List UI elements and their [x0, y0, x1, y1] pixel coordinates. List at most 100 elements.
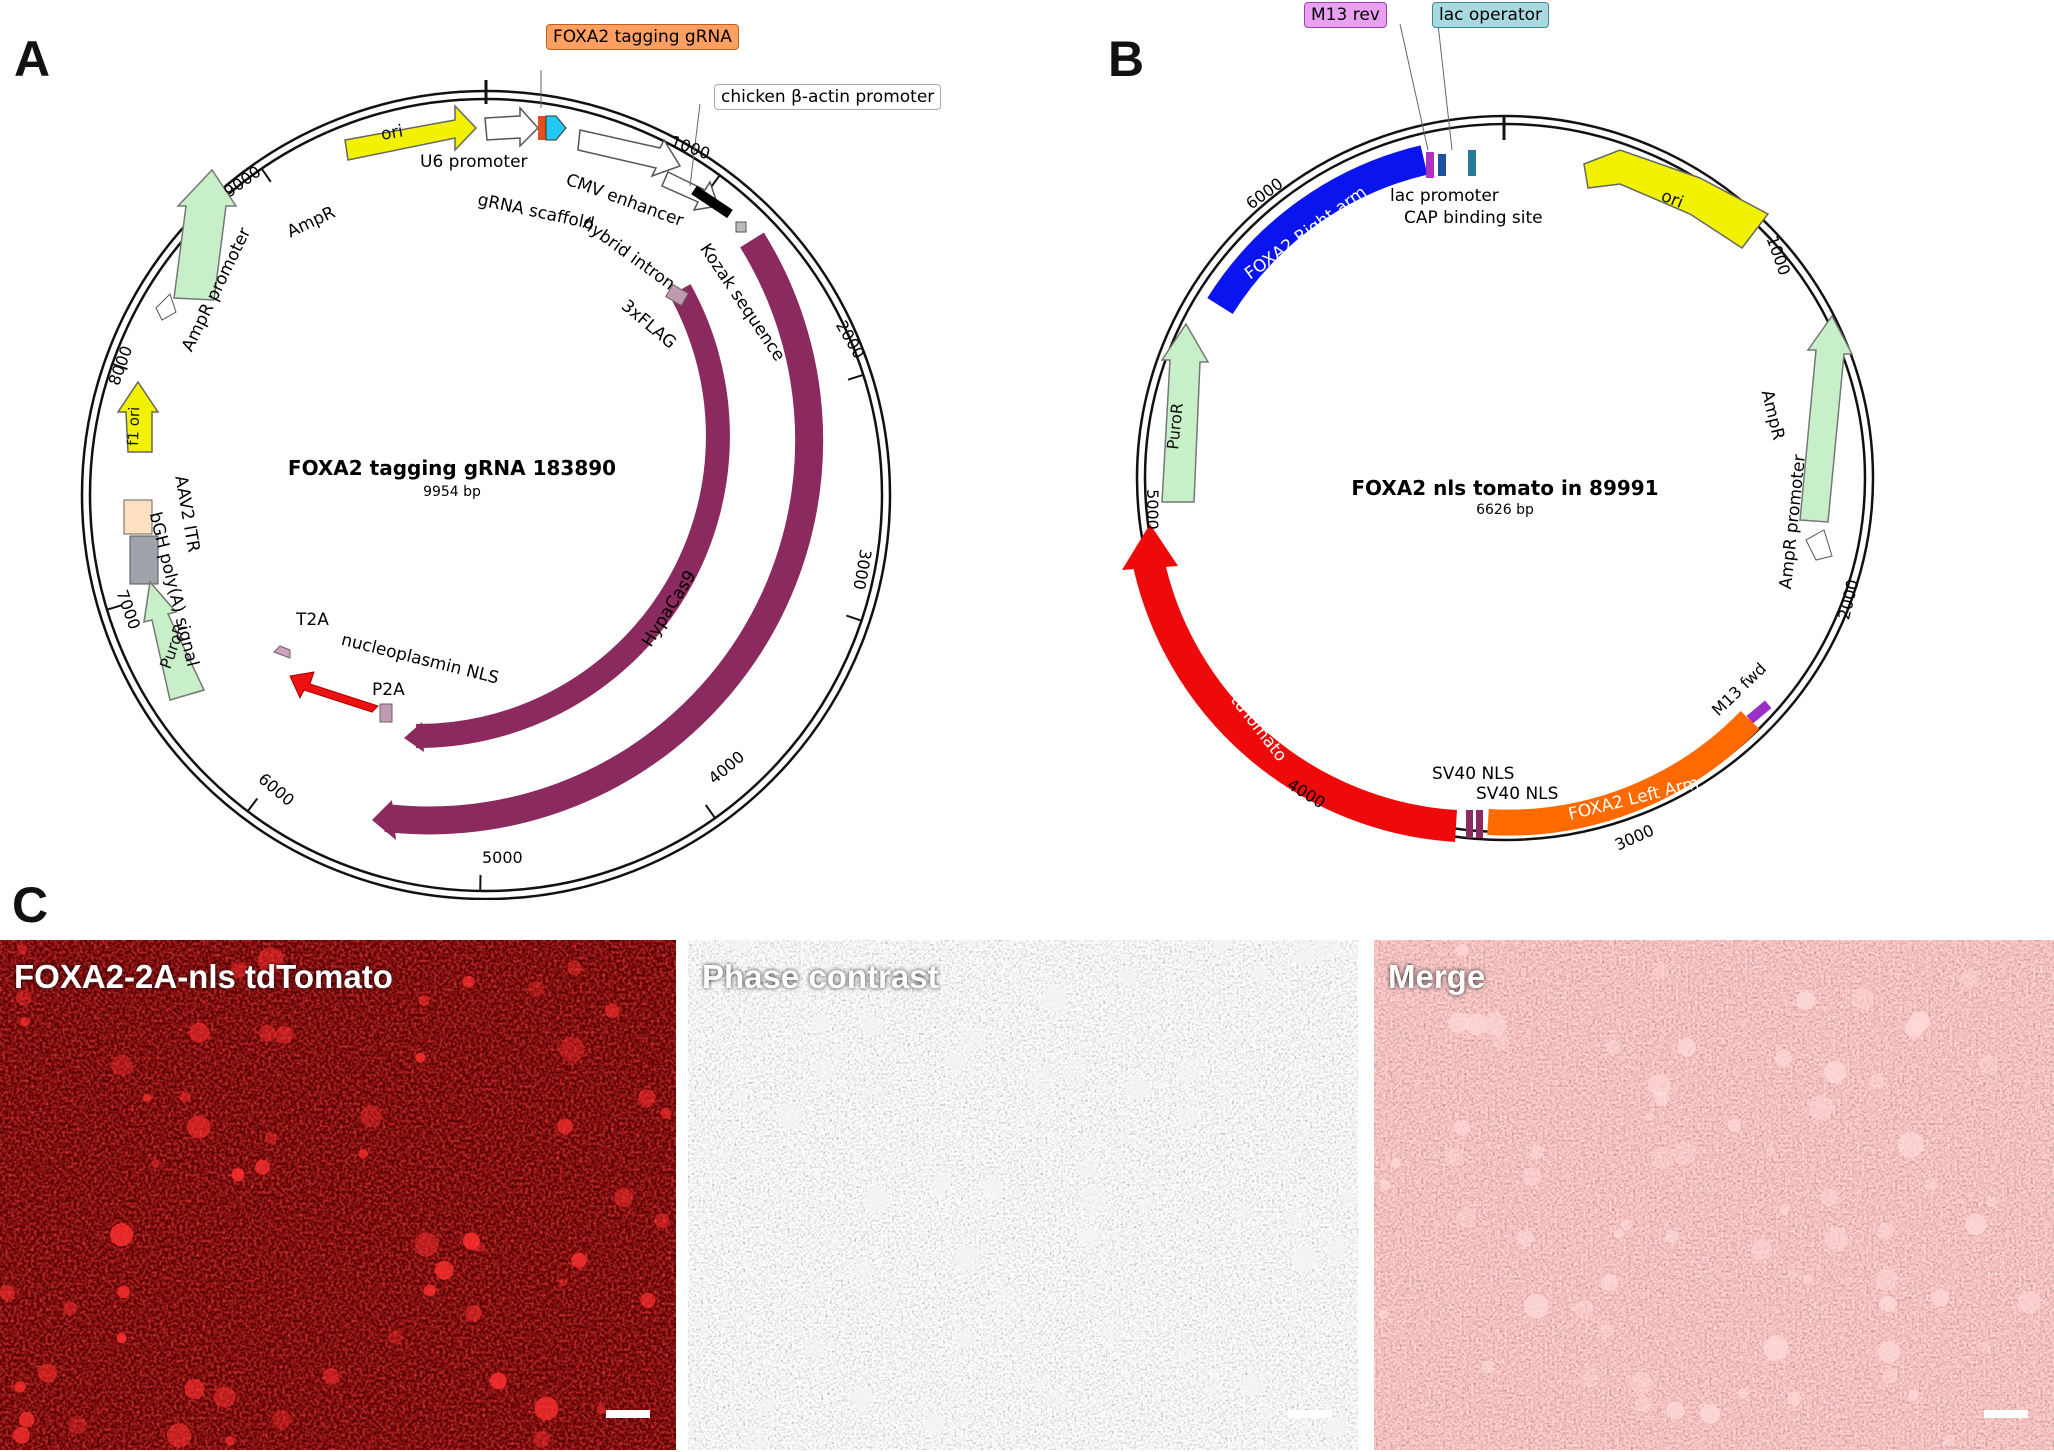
cell-spot: [946, 1053, 964, 1071]
cell-spot: [1880, 1296, 1896, 1312]
cell-spot: [528, 981, 544, 997]
cell-spot: [571, 1253, 586, 1268]
cell-spot: [1877, 1223, 1894, 1240]
cell-spot: [232, 1168, 245, 1181]
cell-spot: [1204, 1378, 1223, 1397]
micrograph-tdtomato: FOXA2-2A-nls tdTomato: [0, 940, 676, 1450]
cell-spot: [1341, 1193, 1352, 1204]
cell-spot: [777, 1104, 802, 1129]
cell-spot: [693, 1318, 704, 1329]
cell-spot: [1601, 1274, 1619, 1292]
cell-spot: [1292, 942, 1315, 965]
cell-spot: [984, 1178, 1003, 1197]
cell-spot: [1630, 1372, 1652, 1394]
cell-spot: [1944, 1435, 1955, 1446]
cell-spot: [424, 1285, 436, 1297]
chicken-actin-label: chicken β-actin promoter: [714, 84, 941, 110]
m13-rev-tag: M13 rev: [1304, 2, 1387, 28]
map-b-size: 6626 bp: [1305, 502, 1705, 518]
cell-spot: [1598, 1323, 1613, 1338]
cell-spot: [1325, 1417, 1347, 1439]
cmv-enhancer-feature: [578, 130, 680, 176]
cell-spot: [1788, 1271, 1797, 1280]
cell-spot: [1580, 1368, 1599, 1387]
tdtomato-arrowhead: [1122, 524, 1178, 570]
cell-spot: [1882, 1369, 1898, 1385]
cell-spot: [812, 1015, 828, 1031]
cell-spot: [1178, 1107, 1198, 1127]
cell-spot: [1905, 1019, 1924, 1038]
cell-spot: [1257, 1409, 1272, 1424]
sv40-label-2: SV40 NLS: [1476, 784, 1558, 804]
cell-spot: [655, 1213, 670, 1228]
cell-spot: [813, 1058, 835, 1080]
cell-spot: [2018, 1291, 2041, 1314]
plasmid-map-a: ori Cas9 mRuby2 PuroR f1 ori: [0, 0, 1000, 900]
cell-spot: [1085, 1210, 1094, 1219]
cell-spot: [1775, 1050, 1792, 1067]
map-a-size: 9954 bp: [252, 484, 652, 500]
cell-spot: [863, 1088, 871, 1096]
cell-spot: [1391, 1158, 1401, 1168]
cell-spot: [167, 1423, 191, 1447]
cell-spot: [804, 1337, 824, 1357]
cell-spot: [1328, 1318, 1337, 1327]
hypacas9-arrowhead: [404, 722, 424, 752]
cell-spot: [151, 1159, 159, 1167]
cell-spot: [1673, 1141, 1697, 1165]
cell-spot: [20, 1017, 30, 1027]
cell-spot: [1079, 1228, 1100, 1249]
cell-spot: [956, 1330, 974, 1348]
cell-spot: [858, 943, 868, 953]
cell-spot: [1645, 1113, 1653, 1121]
cell-spot: [661, 1108, 671, 1118]
scale-bar-3: [1984, 1410, 2028, 1418]
lac-operator-tag: lac operator: [1432, 2, 1549, 28]
cell-spot: [110, 1223, 133, 1246]
cell-spot: [955, 1245, 980, 1270]
cell-spot: [559, 1037, 585, 1063]
cell-spot: [1062, 1059, 1088, 1085]
cell-spot: [1109, 1146, 1120, 1157]
scale-bar-1: [606, 1410, 650, 1418]
micrograph-label-merge: Merge: [1388, 958, 1485, 996]
cell-spot: [1252, 966, 1269, 983]
tick-label-a-5000: 5000: [482, 848, 523, 867]
p2a-label: P2A: [372, 680, 405, 700]
cell-spot: [1454, 1120, 1470, 1136]
cell-spot: [1653, 963, 1669, 979]
cas9-arrowhead: [372, 800, 396, 840]
cell-spot: [1767, 1146, 1776, 1155]
cell-spot: [1119, 964, 1137, 982]
cell-spot: [1981, 1342, 1991, 1352]
map-b-title: FOXA2 nls tomato in 89991: [1305, 476, 1705, 500]
cell-spot: [111, 1055, 132, 1076]
sv40-nls-feature-1: [1466, 810, 1473, 838]
cell-spot: [117, 1333, 127, 1343]
cell-spot: [557, 1119, 573, 1135]
cell-spot: [832, 1044, 843, 1055]
cell-spot: [851, 1260, 873, 1282]
cell-spot: [214, 1386, 236, 1408]
cell-spot: [1780, 1205, 1789, 1214]
cell-spot: [1081, 1186, 1107, 1212]
cell-spot: [17, 944, 27, 954]
cell-spot: [1908, 1390, 1919, 1401]
cell-spot: [1254, 1162, 1266, 1174]
cell-spot: [1825, 1227, 1849, 1251]
cell-spot: [1530, 1145, 1544, 1159]
cell-spot: [1987, 1197, 1997, 1207]
cell-spot: [759, 1398, 773, 1412]
cell-spot: [1606, 1040, 1620, 1054]
cell-spot: [1034, 1382, 1044, 1392]
cell-spot: [1517, 1230, 1534, 1247]
cell-spot: [1240, 1375, 1261, 1396]
u6-promoter-feature: [485, 108, 538, 146]
cell-spot: [1925, 1178, 1937, 1190]
cell-spot: [1965, 1214, 1986, 1235]
cell-spot: [906, 1199, 914, 1207]
ampr-promoter-feature-a: [156, 294, 176, 320]
cell-spot: [418, 995, 429, 1006]
cell-spot: [0, 1285, 15, 1300]
cap-site-label: CAP binding site: [1404, 208, 1543, 228]
